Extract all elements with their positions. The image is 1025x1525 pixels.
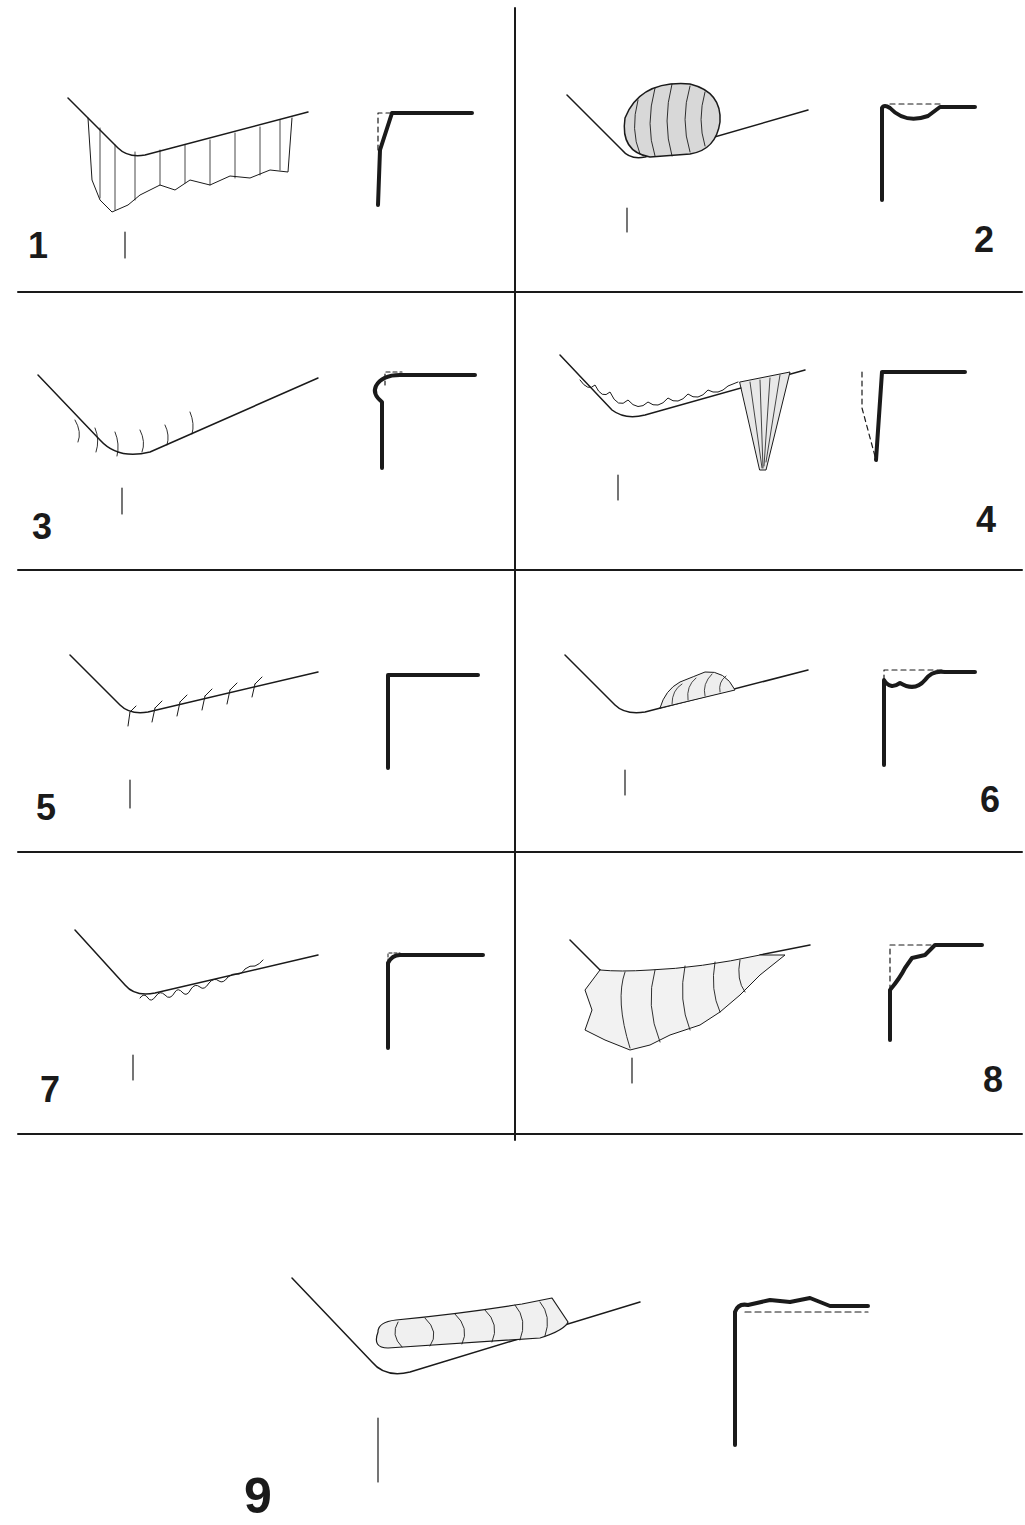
crater-wear — [567, 84, 975, 232]
flank-wear — [68, 98, 472, 258]
built-up-edge — [292, 1278, 868, 1482]
callout-number: 9 — [244, 1471, 272, 1521]
callout-number: 5 — [36, 790, 56, 826]
edge-rounding — [38, 372, 475, 514]
callout-number: 3 — [32, 509, 52, 545]
panel-grid — [18, 8, 1022, 1140]
chipping — [565, 655, 975, 795]
comb-cracks — [70, 655, 478, 808]
callout-number: 8 — [983, 1062, 1003, 1098]
callout-number: 2 — [974, 222, 994, 258]
callout-number: 7 — [40, 1072, 60, 1108]
callout-number: 6 — [980, 782, 1000, 818]
notch-wear — [560, 355, 965, 500]
fracture — [570, 940, 982, 1083]
micro-chipping — [75, 930, 483, 1080]
callout-number: 1 — [28, 228, 48, 264]
callout-number: 4 — [976, 502, 996, 538]
